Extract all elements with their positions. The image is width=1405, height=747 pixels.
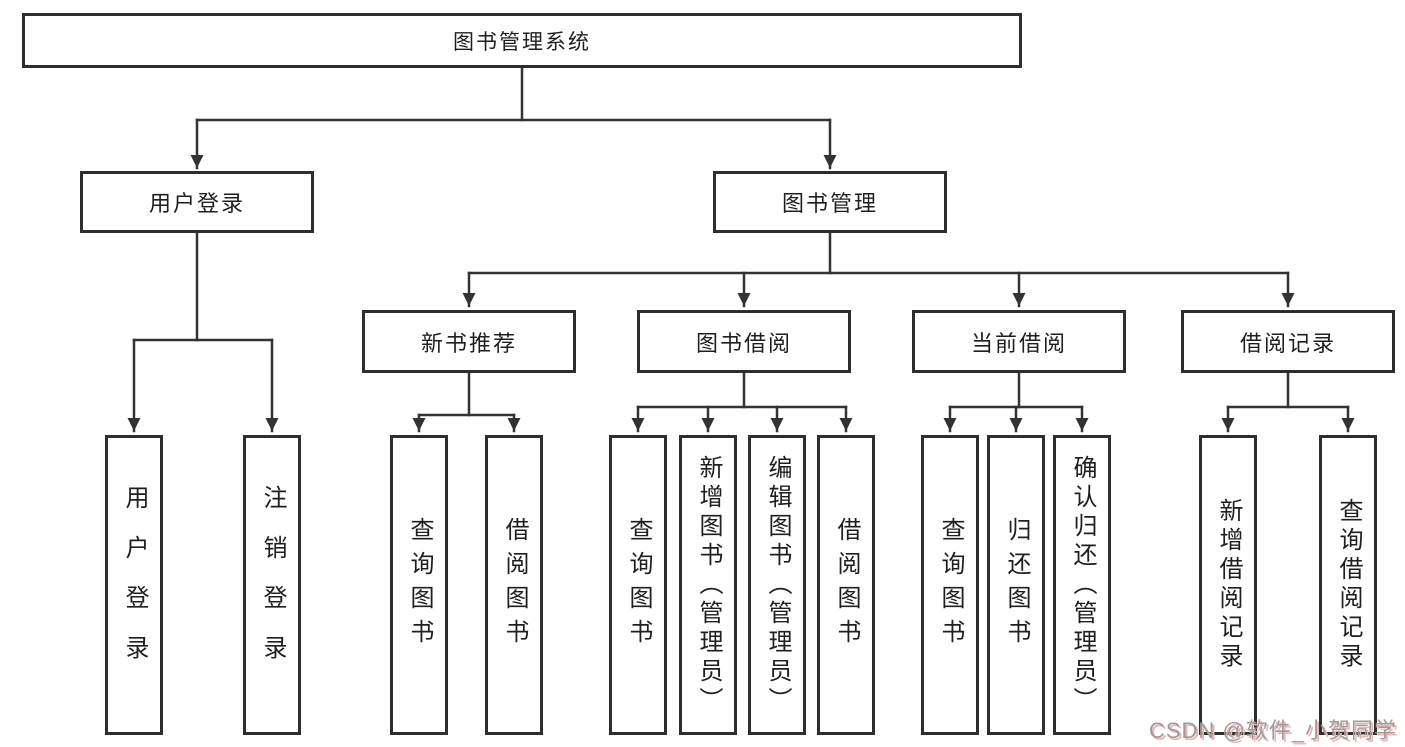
node-current-borrow: 当前借阅 (912, 310, 1126, 373)
leaf-edit-books-admin: 编辑图书（管理员） (748, 435, 806, 735)
leaf-query-books-current: 查询图书 (921, 435, 979, 735)
node-user-login: 用户登录 (80, 171, 314, 233)
leaf-add-borrow-record: 新增借阅记录 (1199, 435, 1257, 735)
node-borrow-records: 借阅记录 (1181, 310, 1395, 373)
csdn-watermark: CSDN @软件_小贺同学 (1148, 718, 1397, 743)
leaf-add-books-admin: 新增图书（管理员） (679, 435, 737, 735)
leaf-logout: 注销登录 (243, 435, 301, 735)
leaf-query-books-recommend: 查询图书 (390, 435, 448, 735)
leaf-return-books: 归还图书 (987, 435, 1045, 735)
leaf-borrow-books-recommend: 借阅图书 (485, 435, 543, 735)
leaf-query-books-borrow: 查询图书 (609, 435, 667, 735)
leaf-confirm-return-admin: 确认归还（管理员） (1053, 435, 1111, 735)
node-new-book-recommend: 新书推荐 (362, 310, 576, 373)
node-book-management: 图书管理 (713, 171, 947, 233)
leaf-query-borrow-record: 查询借阅记录 (1319, 435, 1377, 735)
leaf-borrow-books: 借阅图书 (817, 435, 875, 735)
leaf-user-login: 用户登录 (105, 435, 163, 735)
node-root-library-system: 图书管理系统 (22, 13, 1022, 68)
node-book-borrow: 图书借阅 (637, 310, 851, 373)
